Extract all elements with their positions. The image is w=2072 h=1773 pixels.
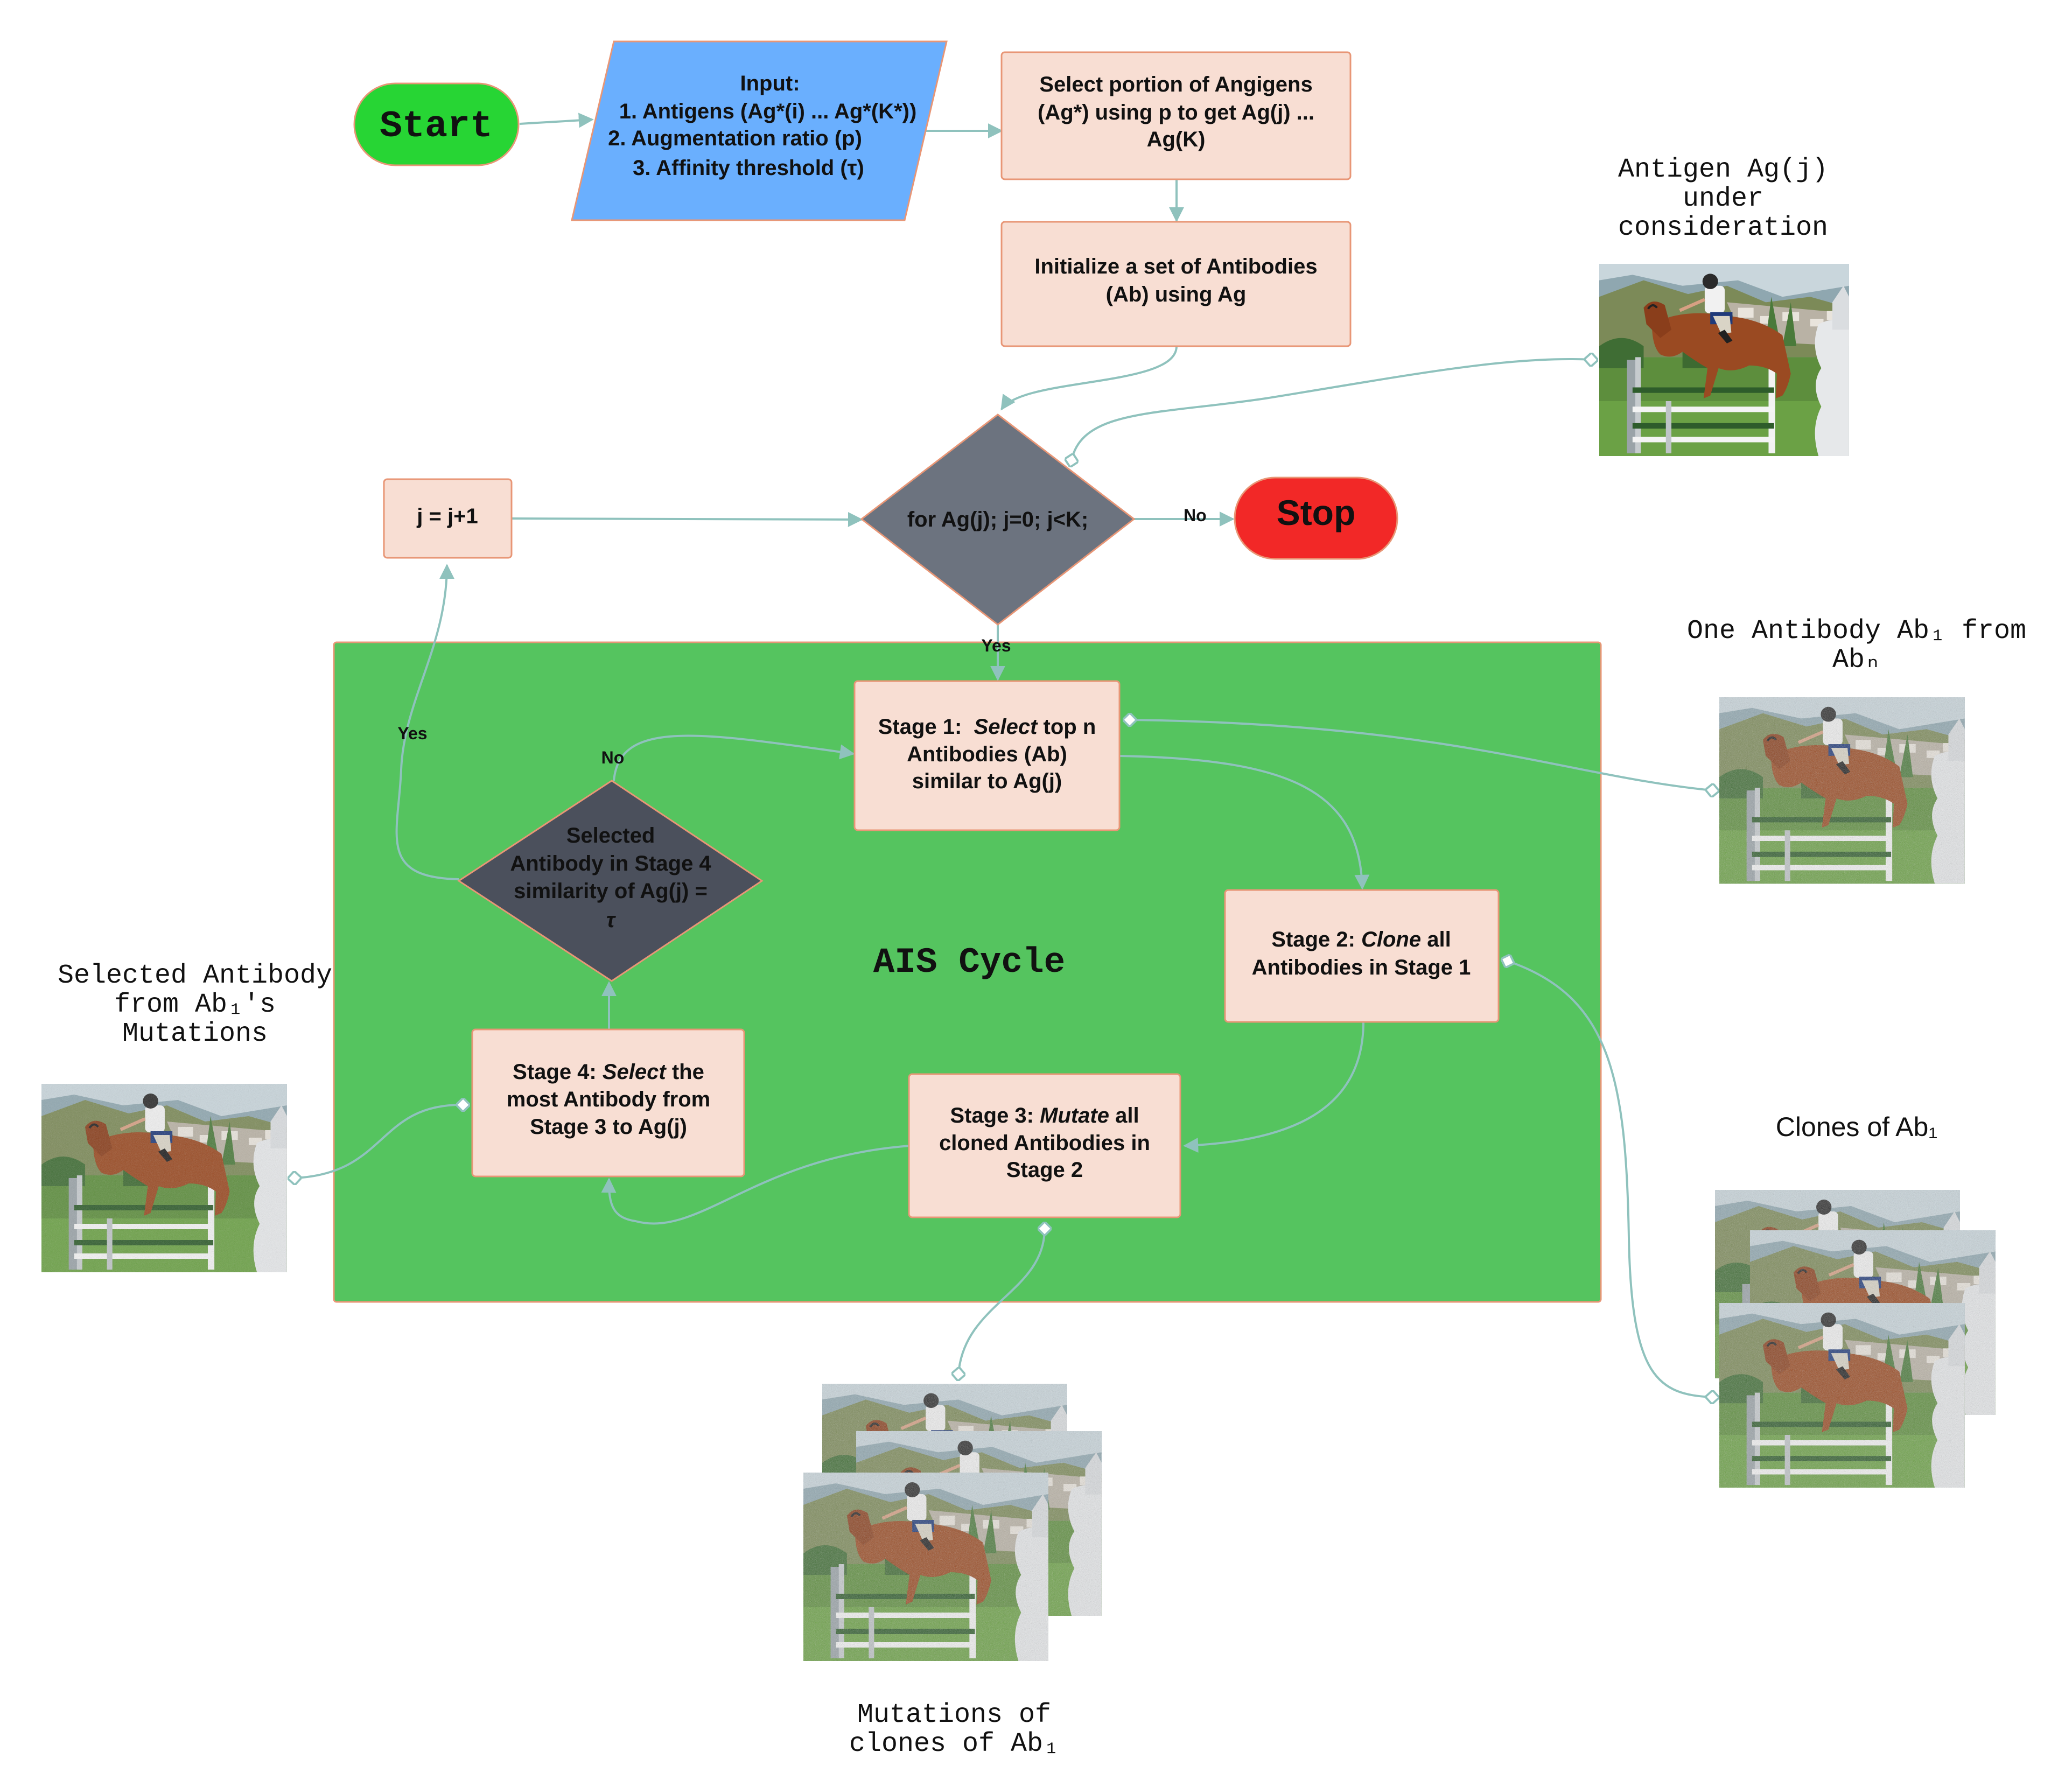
stage4-line-3: Stage 3 to Ag(j) bbox=[530, 1115, 687, 1139]
stage1-line-2: Antibodies (Ab) bbox=[907, 742, 1067, 766]
link-stage3-mutations-image bbox=[958, 1229, 1045, 1374]
edge-stage2-stage3 bbox=[1183, 1021, 1364, 1153]
mutations-image-stack bbox=[803, 1384, 1102, 1661]
ais-cycle-title: AIS Cycle bbox=[873, 942, 1065, 983]
edge-initialize-decision bbox=[1000, 346, 1178, 411]
select-portion-line-2: (Ag*) using p to get Ag(j) ... bbox=[1038, 101, 1314, 124]
antigen-image bbox=[1599, 264, 1849, 456]
inner-decision-line-3: similarity of Ag(j) = bbox=[514, 879, 708, 903]
stop-label: Stop bbox=[1277, 493, 1356, 532]
edge-label-yes-inner: Yes bbox=[397, 724, 427, 743]
initialize-box bbox=[1000, 221, 1352, 347]
edge-label-no-inner: No bbox=[601, 748, 625, 767]
input-parallelogram bbox=[571, 40, 948, 221]
inner-decision-diamond bbox=[457, 780, 764, 982]
increment-box bbox=[383, 478, 513, 559]
selected-caption-line-3: Mutations bbox=[122, 1019, 268, 1049]
inner-decision-line-2: Antibody in Stage 4 bbox=[510, 852, 711, 875]
link-antigen-image bbox=[1072, 359, 1591, 460]
edge-start-input bbox=[519, 113, 594, 128]
stage2-line-1: Stage 2: Clone all bbox=[1271, 928, 1451, 951]
edge-increment-decision bbox=[511, 511, 863, 527]
initialize-line-1: Initialize a set of Antibodies bbox=[1034, 255, 1317, 278]
increment-label: j = j+1 bbox=[416, 504, 478, 528]
start-terminal bbox=[353, 82, 520, 166]
selected-caption-line-1: Selected Antibody bbox=[58, 961, 332, 991]
clones-image-stack bbox=[1715, 1190, 1996, 1488]
antibody-image bbox=[1719, 697, 1965, 884]
input-line-4: 3. Affinity threshold (τ) bbox=[633, 156, 864, 180]
selected-antibody-image bbox=[41, 1084, 287, 1272]
edge-label-yes-loop: Yes bbox=[981, 636, 1011, 655]
stop-terminal bbox=[1234, 476, 1398, 560]
stage3-line-2: cloned Antibodies in bbox=[939, 1131, 1150, 1155]
stage2-line-2: Antibodies in Stage 1 bbox=[1252, 956, 1471, 979]
link-stage1-antibody-image bbox=[1130, 720, 1712, 790]
antigen-caption-line-1: Antigen Ag(j) bbox=[1618, 155, 1828, 185]
edge-inner-no-stage1 bbox=[613, 734, 855, 781]
input-line-1: Input: bbox=[740, 72, 800, 95]
link-stage4-selected-image bbox=[295, 1105, 463, 1178]
inner-decision-line-1: Selected bbox=[566, 824, 655, 847]
stage1-line-3: similar to Ag(j) bbox=[912, 769, 1062, 793]
stage4-line-1: Stage 4: Select the bbox=[513, 1060, 704, 1084]
edge-inner-yes-increment bbox=[395, 564, 459, 880]
link-stage2-clones-image bbox=[1508, 961, 1712, 1397]
stage4-box bbox=[471, 1028, 745, 1178]
stage1-box bbox=[853, 680, 1121, 831]
input-line-3: 2. Augmentation ratio (p) bbox=[608, 127, 862, 150]
mutations-caption-line-1: Mutations of bbox=[857, 1700, 1051, 1730]
stage2-box bbox=[1224, 889, 1500, 1023]
mutations-caption-line-2: clones of Ab₁ bbox=[849, 1729, 1059, 1760]
select-portion-line-1: Select portion of Angigens bbox=[1039, 73, 1312, 96]
stage3-line-3: Stage 2 bbox=[1006, 1158, 1083, 1182]
stage4-line-2: most Antibody from bbox=[507, 1088, 711, 1111]
stage3-box bbox=[908, 1073, 1181, 1218]
select-portion-line-3: Ag(K) bbox=[1147, 128, 1206, 151]
antibody-caption-line-2: Abₙ bbox=[1832, 645, 1881, 676]
antibody-caption-line-1: One Antibody Ab₁ from bbox=[1687, 616, 2026, 647]
antigen-caption-line-2: under bbox=[1683, 184, 1763, 214]
stage1-line-1: Stage 1: Select top n bbox=[878, 715, 1096, 739]
clones-caption: Clones of Ab₁ bbox=[1776, 1112, 1937, 1142]
edge-label-no-stop: No bbox=[1184, 506, 1207, 525]
antigen-caption-line-3: consideration bbox=[1618, 213, 1828, 243]
loop-decision-diamond bbox=[860, 414, 1136, 626]
input-line-2: 1. Antigens (Ag*(i) ... Ag*(K*)) bbox=[619, 100, 917, 123]
inner-decision-line-4: τ bbox=[606, 908, 617, 932]
loop-decision-label: for Ag(j); j=0; j<K; bbox=[907, 508, 1088, 531]
stage3-line-1: Stage 3: Mutate all bbox=[950, 1104, 1139, 1127]
initialize-line-2: (Ab) using Ag bbox=[1106, 283, 1247, 306]
start-label: Start bbox=[380, 106, 493, 148]
select-portion-box bbox=[1000, 51, 1352, 180]
selected-caption-line-2: from Ab₁'s bbox=[114, 990, 276, 1020]
edge-stage3-stage4 bbox=[601, 1145, 911, 1225]
